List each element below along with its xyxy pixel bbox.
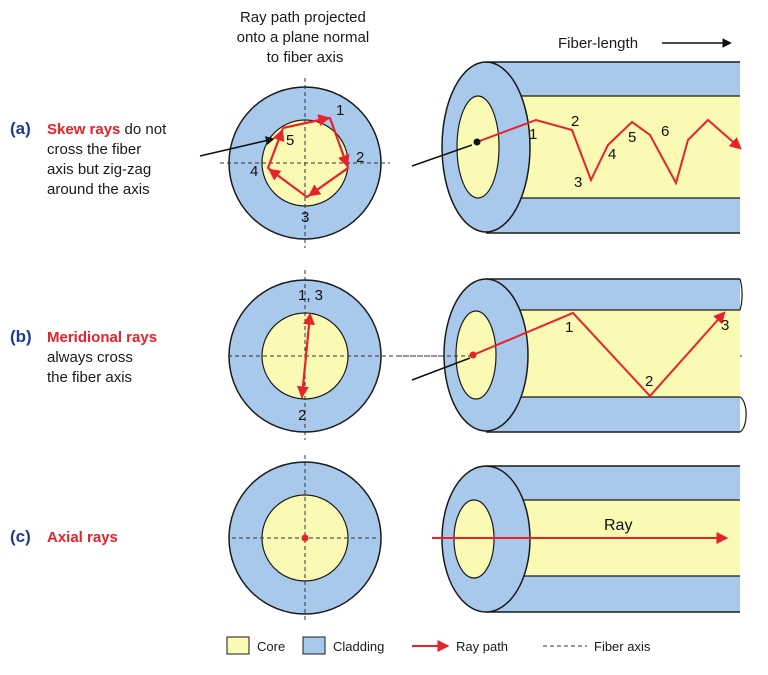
svg-text:3: 3 [721,317,729,334]
svg-text:Cladding: Cladding [333,639,384,654]
meridional-name: Meridional rays [47,329,157,346]
svg-text:1: 1 [565,319,573,336]
fiber-length-label: Fiber-length [558,35,638,52]
row-skew: (a) Skew rays do not cross the fiber axi… [10,61,742,248]
meridional-fiber: 1 2 3 [398,278,747,433]
axial-fiber: Ray [432,465,740,613]
svg-text:Fiber axis: Fiber axis [594,639,651,654]
tag-c: (c) [10,527,31,546]
axial-name: Axial rays [47,529,118,546]
svg-text:2: 2 [356,149,364,166]
svg-text:2: 2 [645,373,653,390]
svg-text:4: 4 [608,146,616,163]
row-axial: (c) Axial rays Ray [10,455,740,620]
legend: Core Cladding Ray path Fiber axis [226,636,651,655]
svg-text:1, 3: 1, 3 [298,287,323,304]
row-meridional: (b) Meridional rays always cross the fib… [10,270,747,440]
tag-b: (b) [10,327,32,346]
svg-text:4: 4 [250,163,258,180]
skew-fiber: 1 2 3 4 5 6 [411,61,742,234]
tag-a: (a) [10,119,31,138]
svg-text:1: 1 [529,126,537,143]
skew-cross-section: 1 2 3 4 5 [199,78,390,248]
axial-cross-section [228,455,382,620]
svg-text:Core: Core [257,639,285,654]
svg-text:Ray path: Ray path [456,639,508,654]
svg-text:5: 5 [286,132,294,149]
meridional-cross-section: 1, 3 2 [228,270,742,440]
projection-title: Ray path projected onto a plane normal t… [237,9,374,66]
svg-text:Ray: Ray [604,517,632,534]
svg-text:2: 2 [298,407,306,424]
svg-text:5: 5 [628,129,636,146]
svg-text:1: 1 [336,102,344,119]
svg-text:6: 6 [661,123,669,140]
svg-text:2: 2 [571,113,579,130]
skew-desc: Skew rays do not cross the fiber axis bu… [47,121,170,198]
svg-text:3: 3 [574,174,582,191]
meridional-desc: always cross the fiber axis [47,349,137,386]
svg-text:3: 3 [301,209,309,226]
